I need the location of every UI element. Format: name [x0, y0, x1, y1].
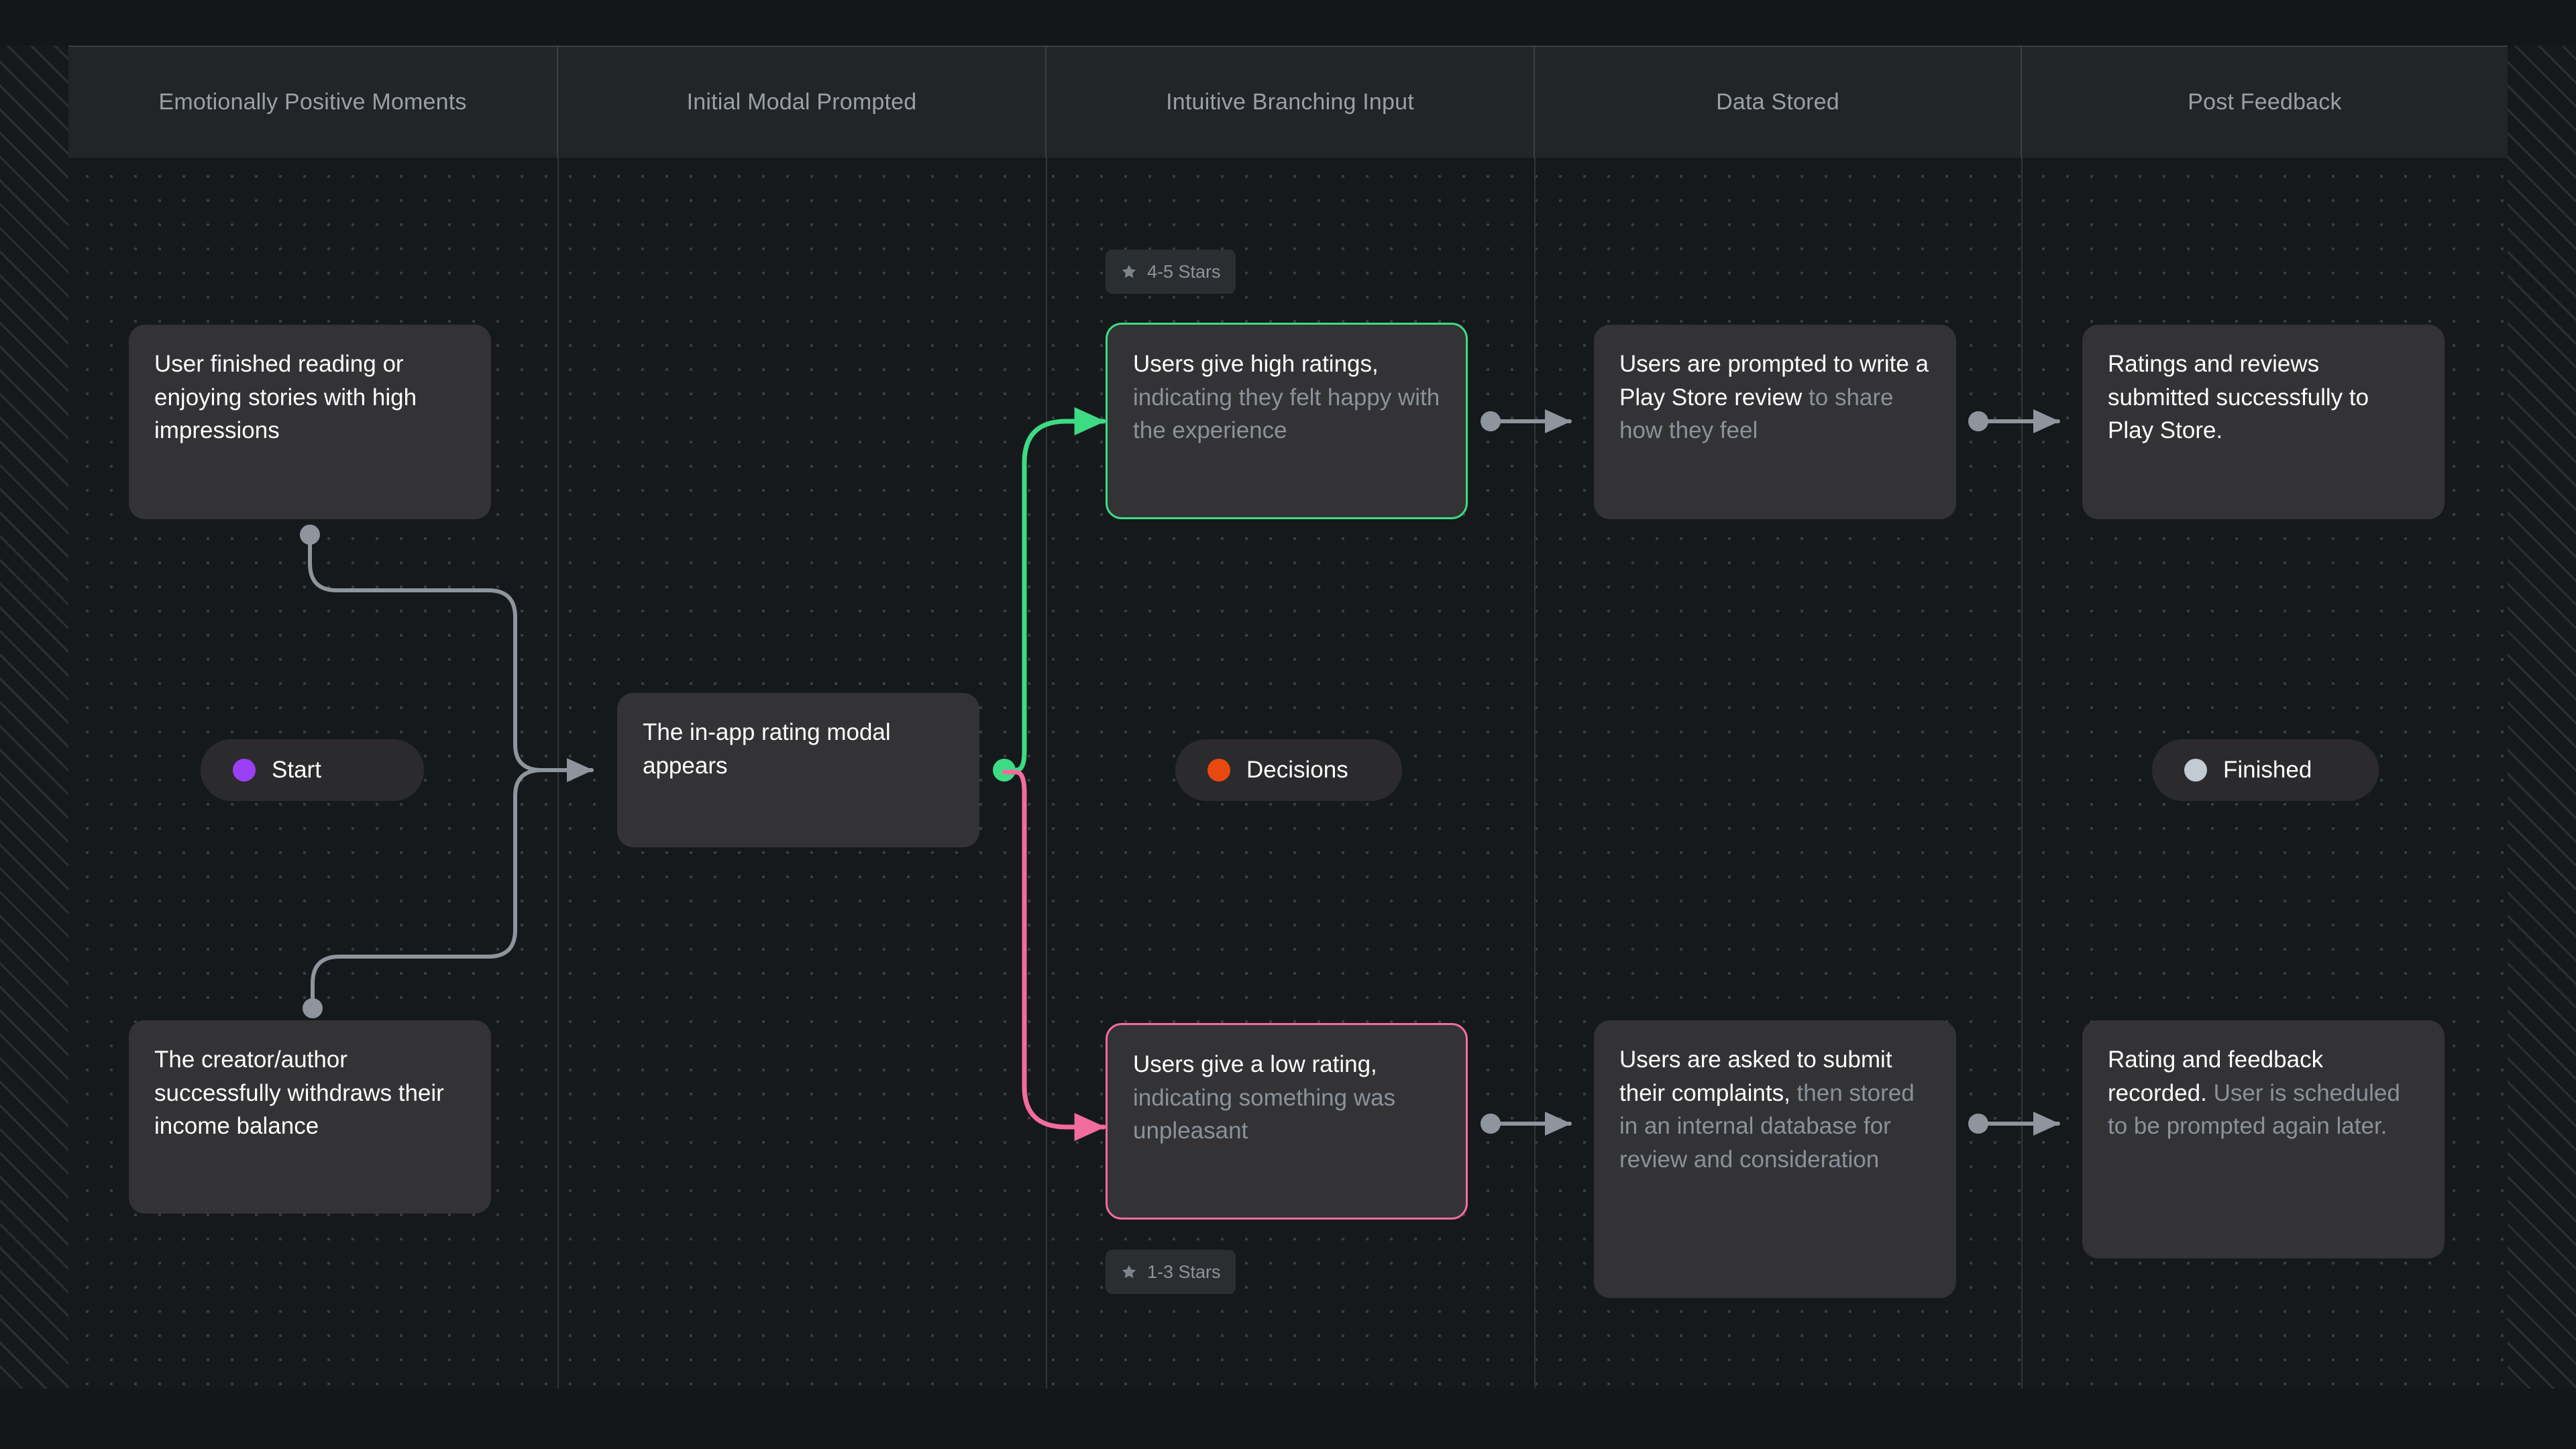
- pill-label: Finished: [2223, 757, 2312, 783]
- node-text: The creator/author successfully withdraw…: [154, 1046, 444, 1140]
- star-icon: [1120, 263, 1138, 280]
- lane-header-emotionally-positive-moments[interactable]: Emotionally Positive Moments: [68, 47, 558, 158]
- node-stored-top[interactable]: Users are prompted to write a Play Store…: [1594, 325, 1956, 519]
- node-text: The in-app rating modal appears: [643, 719, 891, 779]
- left-hatched-gutter: [0, 46, 68, 1389]
- node-text-strong: Users are prompted to write a Play Store…: [1619, 351, 1929, 411]
- lane-divider-1: [557, 158, 559, 1389]
- star-icon: [1120, 1263, 1138, 1281]
- node-feedback-bottom[interactable]: Rating and feedback recorded. User is sc…: [2082, 1020, 2445, 1258]
- badge-label: 4-5 Stars: [1147, 261, 1221, 282]
- lane-header-data-stored[interactable]: Data Stored: [1535, 47, 2022, 158]
- node-text-muted: indicating something was unpleasant: [1133, 1084, 1396, 1144]
- lane-header-label: Initial Modal Prompted: [686, 89, 917, 115]
- node-text-strong: Users are asked to submit their complain…: [1619, 1046, 1892, 1106]
- node-feedback-top[interactable]: Ratings and reviews submitted successful…: [2082, 325, 2445, 519]
- finished-status-dot: [2184, 759, 2207, 782]
- badge-label: 1-3 Stars: [1147, 1261, 1221, 1282]
- lane-divider-4: [2021, 158, 2023, 1389]
- lane-header-initial-modal-prompted[interactable]: Initial Modal Prompted: [558, 47, 1046, 158]
- badge-low-stars[interactable]: 1-3 Stars: [1106, 1250, 1236, 1294]
- pill-label: Decisions: [1246, 757, 1348, 783]
- lane-divider-3: [1534, 158, 1536, 1389]
- node-stored-bottom[interactable]: Users are asked to submit their complain…: [1594, 1020, 1956, 1298]
- decisions-status-dot: [1208, 759, 1230, 782]
- node-modal-appears[interactable]: The in-app rating modal appears: [617, 693, 979, 847]
- pill-label: Start: [272, 757, 321, 783]
- node-trigger-bottom[interactable]: The creator/author successfully withdraw…: [129, 1020, 491, 1214]
- node-text-strong: Ratings and reviews submitted successful…: [2108, 351, 2369, 444]
- lane-header-post-feedback[interactable]: Post Feedback: [2022, 47, 2508, 158]
- node-high-rating[interactable]: Users give high ratings, indicating they…: [1106, 323, 1468, 519]
- lane-header-label: Data Stored: [1716, 89, 1839, 115]
- lane-header-label: Intuitive Branching Input: [1166, 89, 1414, 115]
- pill-start[interactable]: Start: [201, 739, 424, 801]
- node-trigger-top[interactable]: User finished reading or enjoying storie…: [129, 325, 491, 519]
- swimlane-header-row: Emotionally Positive Moments Initial Mod…: [68, 47, 2508, 158]
- lane-header-label: Emotionally Positive Moments: [158, 89, 467, 115]
- pill-decisions[interactable]: Decisions: [1175, 739, 1402, 801]
- right-hatched-gutter: [2508, 46, 2576, 1389]
- node-text: User finished reading or enjoying storie…: [154, 351, 417, 444]
- lane-divider-2: [1046, 158, 1047, 1389]
- node-text-muted: then stored in an internal database for …: [1619, 1079, 1915, 1173]
- badge-high-stars[interactable]: 4-5 Stars: [1106, 250, 1236, 294]
- node-text-muted: User is scheduled to be prompted again l…: [2108, 1079, 2400, 1140]
- node-text-strong: Rating and feedback recorded.: [2108, 1046, 2324, 1106]
- lane-header-label: Post Feedback: [2188, 89, 2342, 115]
- node-text-strong: Users give a low rating,: [1133, 1051, 1377, 1077]
- node-text-muted: to share how they feel: [1619, 384, 1894, 444]
- pill-finished[interactable]: Finished: [2152, 739, 2379, 801]
- start-status-dot: [233, 759, 256, 782]
- node-low-rating[interactable]: Users give a low rating, indicating some…: [1106, 1023, 1468, 1220]
- node-text-muted: indicating they felt happy with the expe…: [1133, 384, 1440, 444]
- lane-header-intuitive-branching-input[interactable]: Intuitive Branching Input: [1046, 47, 1535, 158]
- node-text-strong: Users give high ratings,: [1133, 351, 1379, 377]
